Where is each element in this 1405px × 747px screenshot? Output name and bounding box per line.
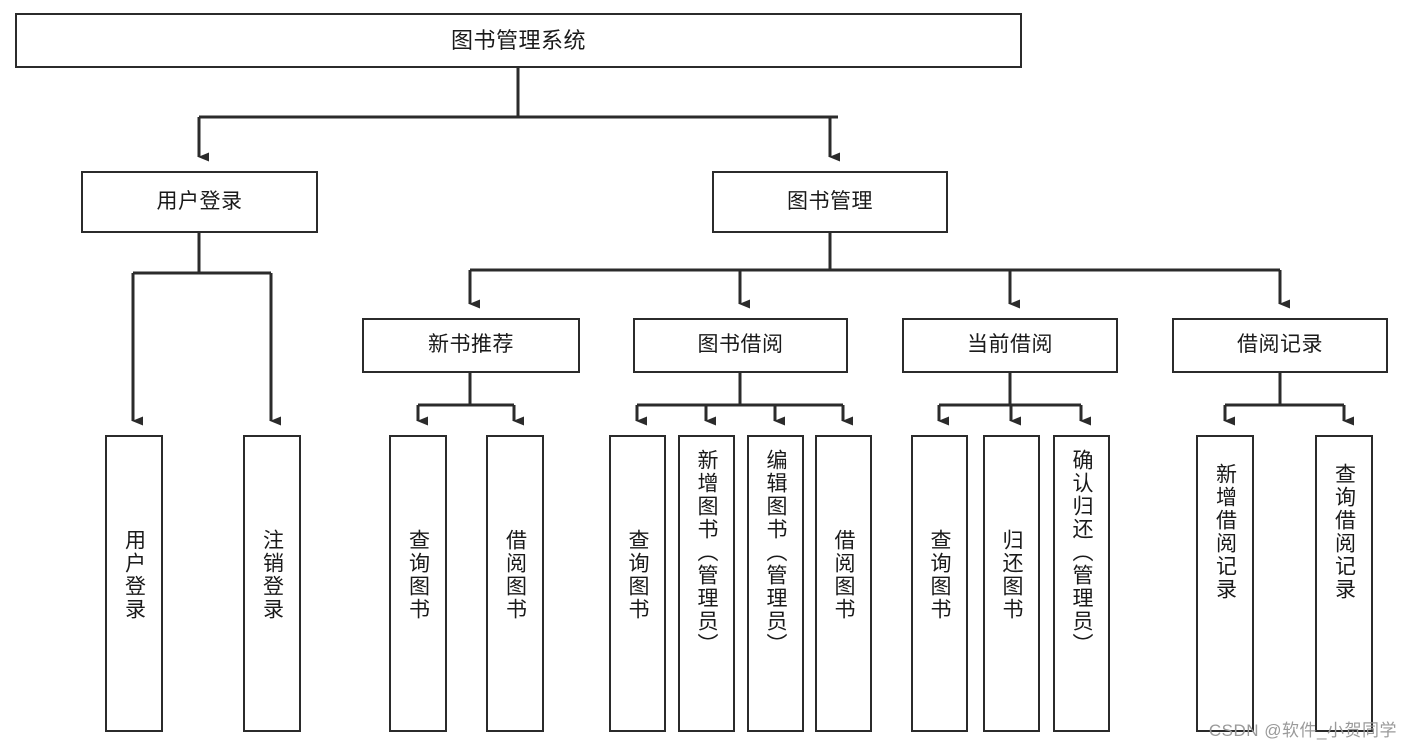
node-add-book-admin[interactable]: 新增图书（管理员） (678, 435, 735, 732)
node-label: 查询图书 (626, 529, 649, 621)
node-current-borrow[interactable]: 当前借阅 (902, 318, 1118, 373)
node-user-login[interactable]: 用户登录 (81, 171, 318, 233)
node-user-login-do[interactable]: 用户登录 (105, 435, 163, 732)
node-label: 注销登录 (260, 529, 284, 621)
node-label: 图书管理系统 (450, 27, 586, 53)
node-add-borrow-record[interactable]: 新增借阅记录 (1196, 435, 1254, 732)
node-label: 查询借阅记录 (1332, 463, 1356, 601)
node-new-book-recommend[interactable]: 新书推荐 (362, 318, 580, 373)
node-root-system[interactable]: 图书管理系统 (15, 13, 1022, 68)
node-label: 用户登录 (156, 189, 243, 213)
node-edit-book-admin[interactable]: 编辑图书（管理员） (747, 435, 804, 732)
csdn-watermark: CSDN @软件_小贺同学 (1208, 721, 1397, 740)
node-user-logout[interactable]: 注销登录 (243, 435, 301, 732)
node-query-book-2[interactable]: 查询图书 (609, 435, 666, 732)
node-query-book-1[interactable]: 查询图书 (389, 435, 447, 732)
node-query-borrow-record[interactable]: 查询借阅记录 (1315, 435, 1373, 732)
node-label: 新增图书（管理员） (695, 449, 718, 656)
node-label: 用户登录 (122, 529, 146, 621)
node-label: 编辑图书（管理员） (764, 449, 787, 656)
node-label: 当前借阅 (967, 333, 1053, 357)
node-return-book[interactable]: 归还图书 (983, 435, 1040, 732)
node-book-management[interactable]: 图书管理 (712, 171, 948, 233)
node-book-borrow[interactable]: 图书借阅 (633, 318, 848, 373)
node-label: 图书管理 (787, 189, 873, 213)
node-confirm-return-admin[interactable]: 确认归还（管理员） (1053, 435, 1110, 732)
node-label: 借阅图书 (832, 529, 855, 621)
node-label: 查询图书 (928, 529, 951, 621)
node-label: 确认归还（管理员） (1070, 449, 1093, 656)
node-label: 查询图书 (406, 529, 430, 621)
node-label: 借阅图书 (503, 529, 527, 621)
node-label: 新书推荐 (428, 333, 514, 357)
node-label: 归还图书 (1000, 529, 1023, 621)
node-label: 图书借阅 (697, 333, 784, 357)
node-query-book-3[interactable]: 查询图书 (911, 435, 968, 732)
node-borrow-record[interactable]: 借阅记录 (1172, 318, 1388, 373)
node-borrow-book-2[interactable]: 借阅图书 (815, 435, 872, 732)
node-label: 新增借阅记录 (1213, 463, 1237, 601)
node-borrow-book-1[interactable]: 借阅图书 (486, 435, 544, 732)
node-label: 借阅记录 (1237, 333, 1323, 357)
